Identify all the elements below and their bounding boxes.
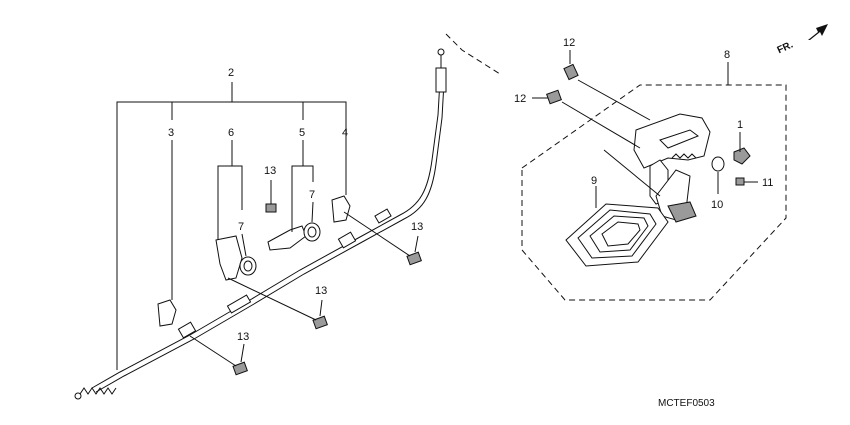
bracket-6 — [215, 235, 243, 281]
bracket-5 — [267, 225, 307, 251]
label-4: 4 — [342, 127, 348, 139]
bolt-13c — [312, 315, 328, 330]
label-12a: 12 — [563, 37, 575, 49]
bolt-13d — [232, 361, 248, 376]
clip-4 — [331, 195, 351, 223]
label-6: 6 — [228, 127, 234, 139]
bolt-13a — [265, 196, 277, 213]
bolt-11 — [735, 177, 745, 186]
label-11: 11 — [762, 177, 773, 189]
lever-bracket — [633, 113, 711, 205]
label-5: 5 — [299, 127, 305, 139]
label-7b: 7 — [309, 189, 315, 201]
fr-label: FR. — [776, 39, 795, 56]
bolt-12a — [563, 63, 579, 81]
label-7a: 7 — [238, 221, 244, 233]
clip-3 — [157, 299, 177, 327]
bolt-12b — [546, 89, 562, 105]
parking-cable — [74, 48, 447, 400]
lever-handle — [655, 169, 697, 223]
label-1: 1 — [737, 119, 743, 131]
label-10: 10 — [711, 199, 723, 211]
assembly-outline-8 — [521, 84, 787, 301]
label-12b: 12 — [514, 93, 526, 105]
grommet-7a — [239, 256, 257, 276]
label-8: 8 — [724, 49, 730, 61]
boot-9 — [565, 203, 669, 267]
grommet-7b — [303, 222, 321, 242]
figure-code: MCTEF0503 — [658, 398, 715, 409]
bushing-10 — [711, 156, 725, 172]
label-9: 9 — [591, 175, 597, 187]
label-3: 3 — [168, 127, 174, 139]
part-1 — [733, 147, 751, 165]
label-13a: 13 — [264, 165, 276, 177]
fr-direction-arrow — [808, 24, 828, 40]
label-13b: 13 — [411, 221, 423, 233]
bolt-13b — [406, 251, 422, 266]
label-13c: 13 — [315, 285, 327, 297]
label-2: 2 — [228, 67, 234, 79]
label-13d: 13 — [237, 331, 249, 343]
